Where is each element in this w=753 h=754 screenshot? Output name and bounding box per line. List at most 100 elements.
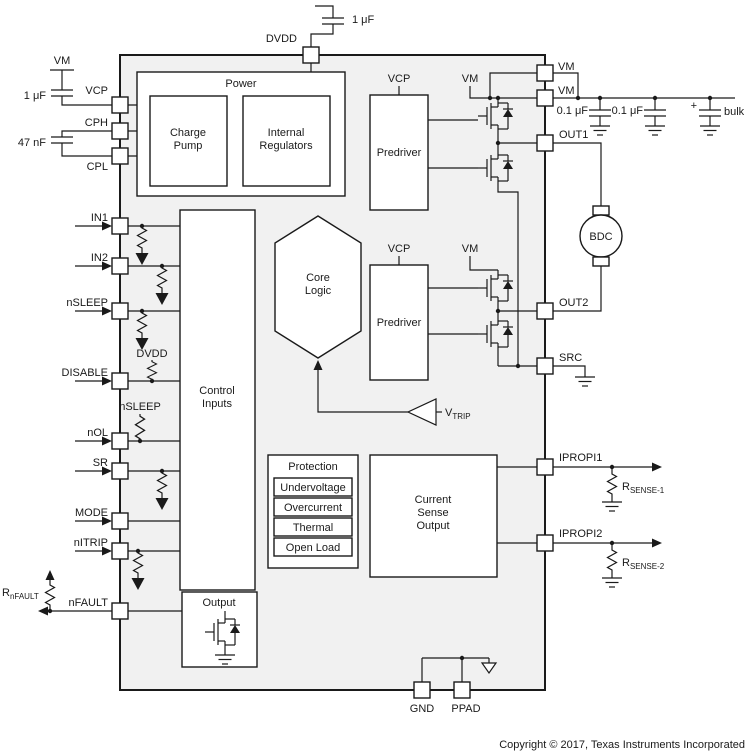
- protection-item-box: [273, 517, 353, 537]
- protection-item-undervoltage: Undervoltage: [280, 482, 345, 494]
- pin-row-nitrip: nITRIP: [74, 537, 180, 590]
- bulk-capacitor-symbol: [698, 109, 722, 117]
- pin-label-out2: OUT2: [559, 297, 588, 309]
- pin-in2: [111, 257, 129, 275]
- pin-label-dvdd: DVDD: [266, 33, 297, 45]
- cap-label-vcp: 1 μF: [24, 90, 47, 102]
- r-sense2-label: RSENSE-2: [622, 557, 665, 571]
- pin-gnd: [413, 681, 431, 699]
- out1-pin-group: OUT1: [536, 129, 602, 206]
- pin-vcp: [111, 96, 129, 114]
- arrow-right-icon: [652, 538, 662, 548]
- pin-label-sr: SR: [93, 457, 108, 469]
- ground-symbol: [589, 125, 611, 136]
- pin-label-ipropi1: IPROPI1: [559, 452, 602, 464]
- pin-label-cpl: CPL: [87, 161, 108, 173]
- core-logic-outline: [274, 215, 362, 359]
- pin-label-nitrip: nITRIP: [74, 537, 108, 549]
- pin-in1: [111, 217, 129, 235]
- protection-item-box: [273, 477, 353, 497]
- pin-nol: [111, 432, 129, 450]
- pin-label-disable: DISABLE: [62, 367, 108, 379]
- pin-dvdd: [302, 46, 320, 64]
- block-label-predriver-bottom: Predriver: [377, 317, 422, 329]
- output-block-group: Output: [181, 591, 258, 668]
- pin-nfault: [111, 602, 129, 620]
- nfault-group: nFAULT RnFAULT: [2, 570, 225, 620]
- arrow-right-icon: [652, 462, 662, 472]
- pin-label-nol: nOL: [87, 427, 108, 439]
- copyright-text: Copyright © 2017, Texas Instruments Inco…: [499, 739, 745, 751]
- cap-label-cp: 47 nF: [18, 137, 46, 149]
- vm-pins-group: VM VM 0.1 μF 0.1 μF + bulk: [536, 61, 745, 136]
- pin-row-mode: MODE: [75, 507, 180, 530]
- cap-label-dvdd: 1 μF: [352, 14, 375, 26]
- vtrip-label: VTRIP: [445, 407, 471, 421]
- ground-symbol: [601, 501, 623, 512]
- pin-nsleep: [111, 302, 129, 320]
- capacitor-symbol: [643, 109, 667, 117]
- net-label-vm-bottom: VM: [462, 243, 479, 255]
- ground-symbol: [574, 376, 596, 387]
- net-label-nsleep-pullup: nSLEEP: [119, 401, 161, 413]
- ground-symbol: [601, 577, 623, 588]
- r-nfault-label: RnFAULT: [2, 587, 39, 601]
- gnd-ppad-group: GND PPAD: [410, 655, 498, 715]
- pin-label-ppad: PPAD: [451, 703, 480, 715]
- capacitor-symbol: [50, 89, 74, 97]
- pin-label-in2: IN2: [91, 252, 108, 264]
- pin-label-gnd: GND: [410, 703, 435, 715]
- predriver-bottom-outline: [369, 264, 429, 381]
- resistor-symbol: [606, 471, 618, 497]
- pin-ipropi1: [536, 458, 554, 476]
- block-label-output: Output: [202, 597, 235, 609]
- pin-row-disable: DVDD DISABLE: [62, 348, 180, 390]
- pin-row-in1: IN1: [75, 212, 180, 265]
- protection-item-box: [273, 497, 353, 517]
- pin-out2: [536, 302, 554, 320]
- pin-ppad: [453, 681, 471, 699]
- half-bridge-top: VM: [462, 72, 537, 366]
- charge-pump-block: [149, 95, 228, 187]
- capacitor-symbol: [588, 109, 612, 117]
- net-label-dvdd-pullup: DVDD: [136, 348, 167, 360]
- out2-pin-group: OUT2: [536, 266, 602, 320]
- block-label-protection: Protection: [288, 461, 338, 473]
- protection-item-thermal: Thermal: [293, 522, 333, 534]
- pin-row-sr: SR: [75, 457, 180, 510]
- pin-cph: [111, 122, 129, 140]
- pin-label-cph: CPH: [85, 117, 108, 129]
- protection-item-box: [273, 537, 353, 557]
- pin-label-nfault: nFAULT: [68, 597, 108, 609]
- motor-group: BDC: [579, 205, 623, 267]
- motor-label: BDC: [589, 231, 612, 243]
- motor-terminal: [592, 205, 610, 216]
- block-label-predriver-top: Predriver: [377, 147, 422, 159]
- pin-label-mode: MODE: [75, 507, 108, 519]
- pin-label-src: SRC: [559, 352, 582, 364]
- ipropi1-group: IPROPI1 RSENSE-1: [497, 452, 665, 512]
- pin-vm-2: [536, 89, 554, 107]
- resistor-symbol: [606, 547, 618, 573]
- pin-cpl: [111, 147, 129, 165]
- protection-item-overcurrent: Overcurrent: [284, 502, 342, 514]
- cap-label-vm2: 0.1 μF: [612, 105, 644, 117]
- predriver-bottom-block: VCP Predriver: [369, 243, 478, 381]
- pin-row-nsleep: nSLEEP: [66, 297, 180, 350]
- control-inputs-outline: [179, 209, 256, 591]
- output-block-outline: [181, 591, 258, 668]
- protection-item-open-load: Open Load: [286, 542, 340, 554]
- ipropi2-group: IPROPI2 RSENSE-2: [497, 528, 665, 588]
- pin-label-out1: OUT1: [559, 129, 588, 141]
- net-label-vm-left: VM: [54, 55, 71, 67]
- pin-label-vm-1: VM: [558, 61, 575, 73]
